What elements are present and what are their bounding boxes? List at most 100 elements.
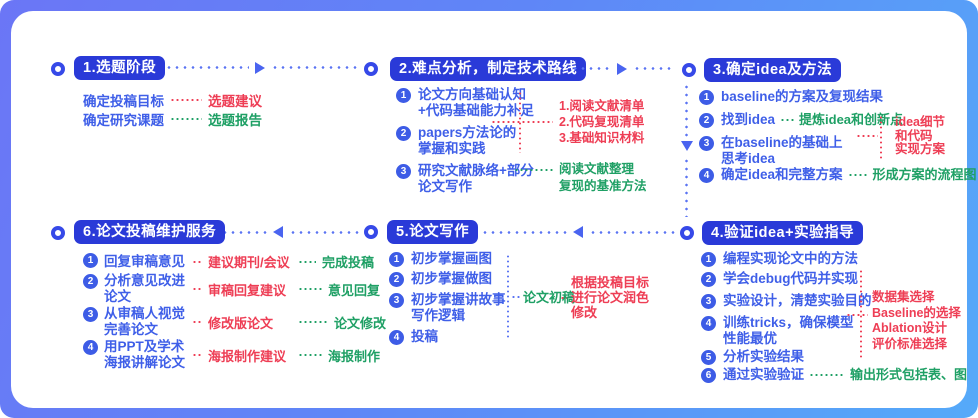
item-line: 初步掌握讲故事 [411, 292, 506, 307]
dotted-leader [170, 99, 202, 101]
list-item: 3 研究文献脉络+部分 论文写作 [396, 163, 534, 195]
blue-bracket-line [507, 254, 509, 338]
item-number-icon: 1 [396, 88, 411, 103]
note-line: 2.代码复现清单 [559, 115, 645, 129]
item-line: 投稿 [411, 329, 438, 344]
red-note: 数据集选择 Baseline的选择 Ablation设计 评价标准选择 [872, 290, 961, 352]
list-item: 1 baseline的方案及复现结果 [699, 89, 883, 105]
stage-4-bullet-icon [680, 226, 694, 240]
list-item: 1 编程实现论文中的方法 [701, 251, 858, 267]
item-number-icon: 6 [701, 368, 716, 383]
item-number-icon: 1 [699, 90, 714, 105]
list-item: 2 papers方法论的 掌握和实践 [396, 125, 516, 157]
dotted-line [213, 231, 269, 234]
item-number-icon: 3 [83, 307, 98, 322]
stage-6-row: 3 从审稿人视觉 完善论文 修改版论文 论文修改 [83, 306, 386, 338]
item-line: 训练tricks，确保模型 [723, 315, 854, 330]
item-number-icon: 1 [701, 252, 716, 267]
dotted-leader [298, 288, 322, 290]
stage-6-bullet-icon [51, 226, 65, 240]
stage-1-row: 确定投稿目标 选题建议 [83, 90, 262, 110]
red-note: 海报制作建议 [208, 348, 287, 364]
arrow-down-icon [681, 141, 693, 151]
list-item: 3 在baseline的基础上 思考idea [699, 135, 843, 167]
flowchart-card: 1.选题阶段 确定投稿目标 选题建议 确定研究课题 选题报告 2.难点分析，制定… [11, 11, 977, 408]
note-line: Ablation设计 [872, 321, 947, 335]
red-note: 1.阅读文献清单 2.代码复现清单 3.基础知识材料 [559, 98, 644, 146]
green-note: 形成方案的流程图 [872, 167, 977, 182]
item-line: 掌握和实践 [418, 141, 486, 156]
item-number-icon: 3 [389, 293, 404, 308]
list-item: 4 训练tricks，确保模型 性能最优 [701, 315, 854, 347]
dotted-leader [170, 118, 202, 120]
red-connector-dots [856, 135, 878, 137]
stage-6-row: 1 回复审稿意见 建议期刊/会议 完成投稿 [83, 252, 374, 271]
green-note: 论文初稿 [523, 290, 576, 305]
dotted-leader [192, 321, 202, 323]
list-item: 2 找到idea 提炼idea和创新点 [699, 112, 903, 128]
item-line: 性能最优 [723, 331, 777, 346]
item-number-icon: 4 [701, 316, 716, 331]
item-line: 分析意见改进 [104, 273, 185, 288]
item-line: 分析实验结果 [723, 349, 804, 364]
item-line: baseline的方案及复现结果 [721, 89, 884, 104]
arrow-left-icon [273, 226, 283, 238]
item-line: 从审稿人视觉 [104, 306, 185, 321]
stage-5-badge: 5.论文写作 [387, 220, 479, 244]
blue-connector-dots [511, 296, 521, 298]
note-line: idea细节 [895, 115, 946, 129]
stage-4-badge: 4.验证idea+实验指导 [702, 221, 864, 245]
list-item: 2 初步掌握做图 [389, 271, 492, 287]
item-number-icon: 2 [83, 274, 98, 289]
red-note: 选题建议 [208, 94, 262, 109]
stage-6-row: 2 分析意见改进 论文 审稿回复建议 意见回复 [83, 273, 380, 305]
item-line: papers方法论的 [418, 125, 517, 140]
item-line: 在baseline的基础上 [721, 135, 843, 150]
dotted-leader [298, 321, 328, 323]
green-note: 输出形式包括表、图 [850, 367, 968, 382]
red-bracket-line [880, 115, 882, 161]
item-number-icon: 3 [396, 164, 411, 179]
item-line: 论文写作 [418, 179, 472, 194]
item-line: 论文方向基础认知 [418, 87, 526, 102]
arrow-right-icon [617, 63, 627, 75]
green-note: 海报制作 [328, 348, 381, 364]
note-line: 3.基础知识材料 [559, 131, 645, 145]
note-line: Baseline的选择 [872, 305, 961, 320]
note-line: 评价标准选择 [872, 336, 948, 351]
item-line: 写作逻辑 [411, 308, 465, 323]
red-connector-dots [846, 314, 868, 316]
stage-3-bullet-icon [682, 63, 696, 77]
dotted-line [685, 157, 688, 217]
green-note: 完成投稿 [322, 255, 375, 270]
red-note: 修改版论文 [208, 315, 274, 331]
note-line: 1.阅读文献清单 [559, 99, 645, 113]
item-number-icon: 2 [699, 113, 714, 128]
item-line: 研究文献脉络+部分 [418, 163, 534, 178]
row-label: 确定研究课题 [83, 113, 164, 128]
arrow-left-icon [573, 226, 583, 238]
item-number-icon: 2 [396, 126, 411, 141]
item-line: 编程实现论文中的方法 [723, 251, 858, 266]
list-item: 1 论文方向基础认知 +代码基础能力补足 [396, 87, 534, 119]
item-line: 学会debug代码并实现 [723, 271, 858, 286]
dotted-line [633, 67, 675, 70]
red-note: 审稿回复建议 [208, 282, 287, 298]
dotted-line [481, 231, 569, 234]
item-line: 初步掌握做图 [411, 271, 492, 286]
stage-5-bullet-icon [364, 225, 378, 239]
red-note: idea细节 和代码 实现方案 [895, 115, 946, 157]
green-note: 选题报告 [208, 113, 262, 128]
dotted-line [271, 66, 361, 69]
item-number-icon: 2 [701, 272, 716, 287]
note-line: 修改 [571, 305, 598, 320]
item-line: 回复审稿意见 [104, 253, 185, 269]
note-line: 数据集选择 [872, 290, 935, 304]
note-line: 实现方案 [895, 142, 946, 156]
item-number-icon: 4 [83, 340, 98, 355]
item-number-icon: 3 [699, 136, 714, 151]
stage-2-bullet-icon [364, 62, 378, 76]
item-line: 通过实验验证 [723, 367, 804, 382]
item-number-icon: 4 [389, 330, 404, 345]
item-number-icon: 3 [701, 294, 716, 309]
